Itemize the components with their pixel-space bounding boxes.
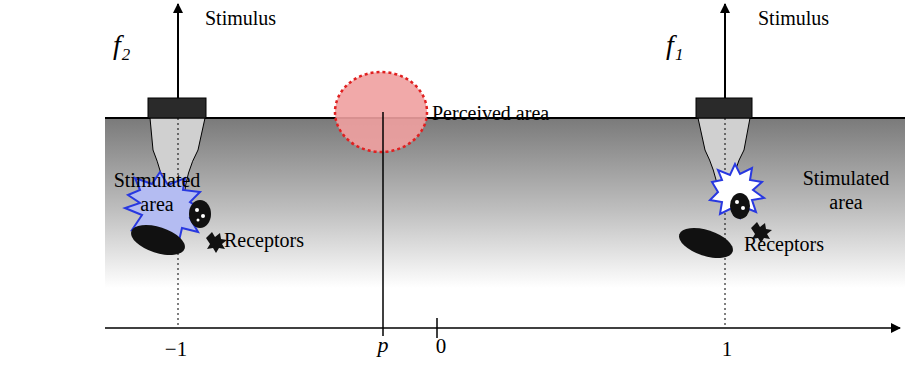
stimulus-label: Stimulus: [205, 6, 276, 30]
tick-label: 1: [722, 337, 733, 362]
tick-label: p: [378, 332, 389, 358]
area-label: Stimulated area: [791, 166, 901, 214]
stimulus-label: Stimulus: [758, 6, 829, 30]
receptor-label: Receptors: [744, 232, 824, 256]
stimulator: [148, 98, 206, 118]
skin-layer: [105, 118, 905, 318]
tick-label: −1: [165, 337, 187, 362]
area-label: Perceived area: [432, 101, 549, 125]
receptor-label: Receptors: [224, 228, 304, 252]
receptor: [206, 232, 227, 253]
guide-line: [725, 118, 726, 328]
stimulus-arrow: [724, 4, 726, 98]
frequency-label: f₁: [666, 28, 684, 62]
position-line: [382, 112, 384, 336]
receptor: [730, 193, 750, 219]
receptor: [189, 200, 211, 228]
stimulus-arrow: [177, 4, 179, 98]
perceived-area: [335, 72, 427, 152]
area-label: Stimulated area: [102, 168, 212, 216]
stimulator: [696, 98, 752, 118]
tick-label: 0: [436, 334, 447, 359]
receptor: [127, 219, 188, 261]
frequency-label: f₂: [113, 28, 131, 62]
position-axis: [105, 327, 900, 329]
receptor: [675, 222, 736, 264]
stimulated-area: [710, 164, 764, 218]
